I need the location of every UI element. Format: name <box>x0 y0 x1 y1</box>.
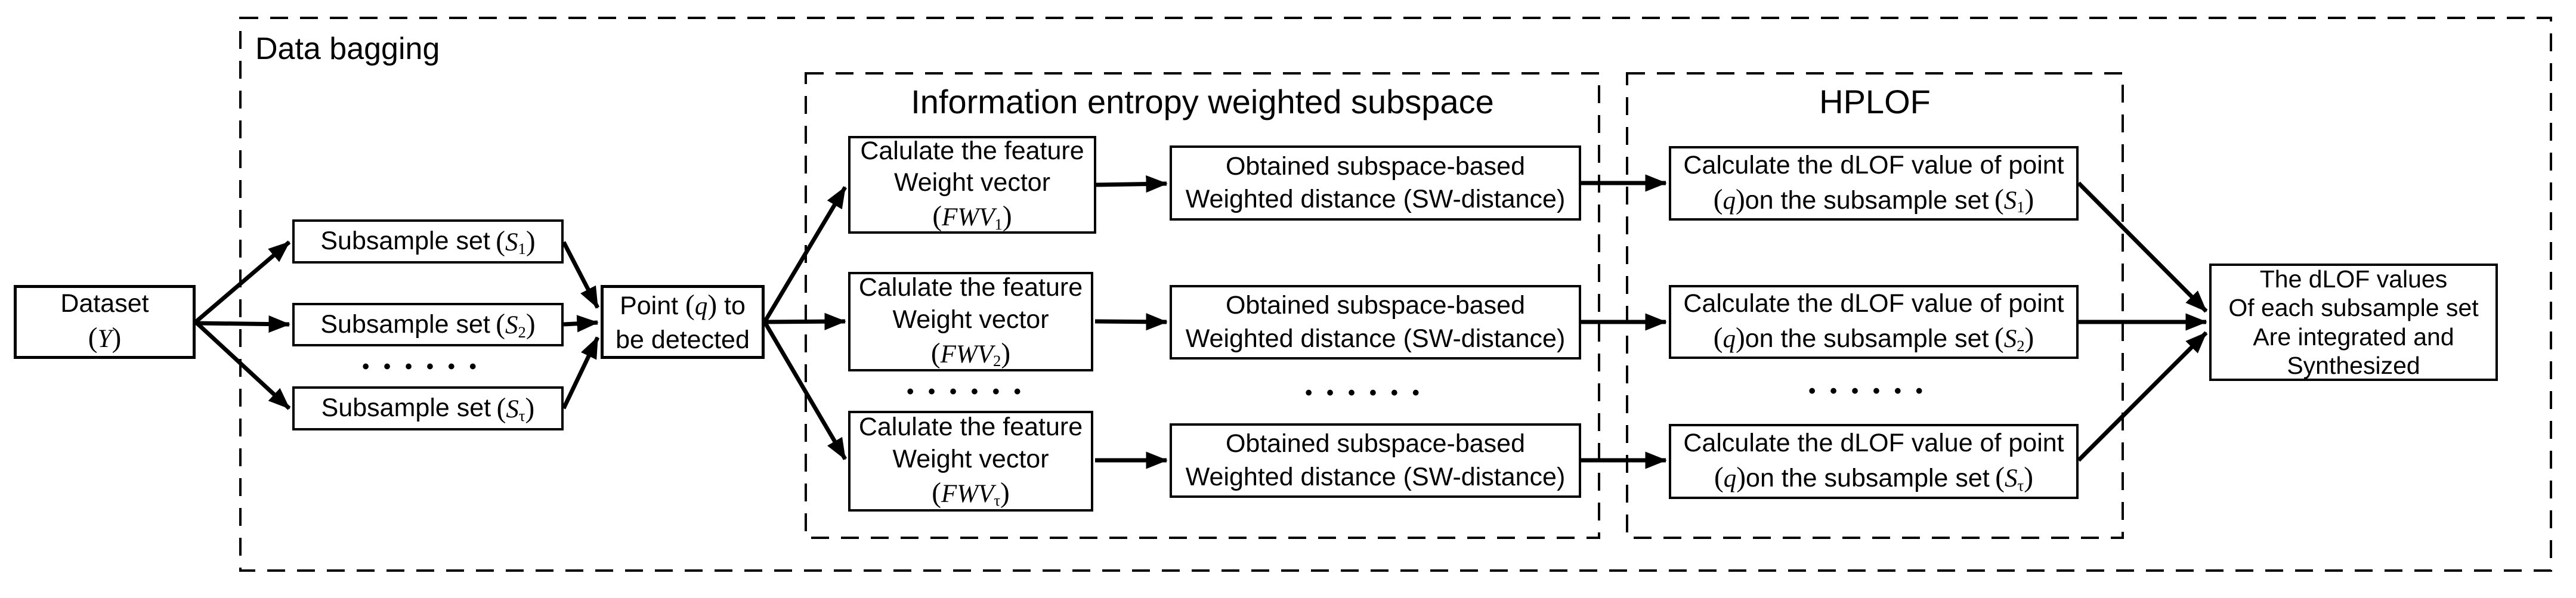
dlof-2-box: Calculate the dLOF value of point (q)on … <box>1669 285 2079 359</box>
sw-2-line-2: Weighted distance (SW-distance) <box>1185 324 1566 353</box>
fwv-1-box: Calulate the feature Weight vector (FWV1… <box>848 136 1096 234</box>
sw-distance-2-box: Obtained subspace-based Weighted distanc… <box>1170 285 1581 360</box>
fwv-tau-line-2: Weight vector <box>892 444 1049 473</box>
arrow-point-to-fwv-1 <box>762 186 848 323</box>
fwv-2-math: (FWV2) <box>930 337 1011 370</box>
arrow-subsample-2-to-point <box>563 315 599 333</box>
final-line-3: Are integrated and <box>2253 323 2454 351</box>
arrow-subsample-tau-to-point <box>561 336 600 410</box>
arrow-fwv-1-to-sw-1 <box>1096 175 1168 193</box>
point-line-1: Point (q) to <box>620 290 746 321</box>
fwv-tau-line-1: Calulate the feature <box>858 413 1083 442</box>
dlof-1-math-set: (S1) <box>1994 184 2034 216</box>
dlof-3-math-q: (q) <box>1714 462 1746 494</box>
sw-distance-3-box: Obtained subspace-based Weighted distanc… <box>1170 423 1581 498</box>
info-subspace-region-border <box>805 72 1600 539</box>
dlof-2-line-1: Calculate the dLOF value of point <box>1683 289 2064 318</box>
sw-ellipsis-dots: •••••• <box>1305 382 1434 404</box>
sw-1-line-1: Obtained subspace-based <box>1225 151 1526 181</box>
arrow-dataset-to-subsample-1 <box>194 240 291 324</box>
fwv-1-line-1: Calulate the feature <box>860 136 1084 165</box>
subsample-ellipsis-dots: •••••• <box>362 355 491 378</box>
dlof-3-box: Calculate the dLOF value of point (q)on … <box>1669 424 2079 499</box>
info-subspace-title: Information entropy weighted subspace <box>911 83 1494 120</box>
arrow-point-to-fwv-2 <box>764 312 846 330</box>
dlof-3-line-1: Calculate the dLOF value of point <box>1683 429 2064 458</box>
arrow-dlof-3-to-final <box>2077 331 2208 462</box>
dataset-box: Dataset (Y) <box>14 285 196 359</box>
dlof-ellipsis-dots: •••••• <box>1808 380 1937 402</box>
hplof-region-border <box>1626 72 2124 539</box>
subsample-set-2-box: Subsample set (S2) <box>292 303 564 346</box>
dlof-1-box: Calculate the dLOF value of point (q)on … <box>1669 146 2079 221</box>
fwv-2-box: Calulate the feature Weight vector (FWV2… <box>848 272 1093 371</box>
subsample-set-tau-box: Subsample set (Sτ) <box>292 386 564 430</box>
dlof-2-math-q: (q) <box>1713 323 1745 354</box>
subsample-set-tau-math: (Sτ) <box>496 392 535 425</box>
dlof-2-line-2: (q)on the subsample set(S2) <box>1713 323 2034 355</box>
dlof-1-line-2: (q)on the subsample set(S1) <box>1713 184 2034 216</box>
subsample-set-1-box: Subsample set (S1) <box>292 219 564 264</box>
subsample-set-1-math: (S1) <box>496 225 536 258</box>
hplof-title: HPLOF <box>1819 83 1931 120</box>
fwv-tau-box: Calulate the feature Weight vector (FWVτ… <box>848 411 1093 512</box>
dlof-2-math-set: (S2) <box>1994 323 2034 355</box>
sw-1-line-2: Weighted distance (SW-distance) <box>1185 185 1566 213</box>
data-bagging-title: Data bagging <box>255 32 440 66</box>
dataset-label: Dataset <box>60 289 149 318</box>
subsample-set-1-label: Subsample set <box>320 227 490 256</box>
arrow-dataset-to-subsample-2 <box>195 315 290 333</box>
dataset-math-y: (Y) <box>88 323 122 354</box>
arrow-dataset-to-subsample-tau <box>194 320 291 410</box>
arrow-dlof-1-to-final <box>2077 181 2208 313</box>
dlof-3-math-set: (Sτ) <box>1995 462 2033 494</box>
arrow-fwv-2-to-sw-2 <box>1094 313 1168 331</box>
fwv-1-math: (FWV1) <box>932 201 1012 233</box>
sw-3-line-2: Weighted distance (SW-distance) <box>1185 462 1566 491</box>
arrow-subsample-1-to-point <box>561 241 600 309</box>
point-box: Point (q) to be detected <box>601 285 765 359</box>
dlof-1-math-q: (q) <box>1713 184 1745 215</box>
fwv-2-line-1: Calulate the feature <box>858 273 1083 302</box>
fwv-1-line-2: Weight vector <box>893 168 1051 197</box>
subsample-set-2-math: (S2) <box>496 309 536 341</box>
subsample-set-2-label: Subsample set <box>320 309 490 339</box>
sw-2-line-1: Obtained subspace-based <box>1225 291 1526 320</box>
fwv-2-line-2: Weight vector <box>892 305 1049 334</box>
point-line-2: be detected <box>616 325 750 354</box>
sw-distance-1-box: Obtained subspace-based Weighted distanc… <box>1170 145 1581 221</box>
sw-3-line-1: Obtained subspace-based <box>1225 429 1526 458</box>
arrow-point-to-fwv-tau <box>762 321 848 460</box>
point-math-q: (q) <box>685 290 718 321</box>
fwv-ellipsis-dots: •••••• <box>907 380 1035 403</box>
final-line-1: The dLOF values <box>2259 265 2448 293</box>
dlof-3-line-2: (q)on the subsample set(Sτ) <box>1714 462 2033 494</box>
subsample-set-tau-label: Subsample set <box>321 393 491 423</box>
final-line-4: Synthesized <box>2287 351 2420 379</box>
final-box: The dLOF values Of each subsample set Ar… <box>2209 264 2498 381</box>
dlof-1-line-1: Calculate the dLOF value of point <box>1683 150 2064 179</box>
final-line-2: Of each subsample set <box>2228 294 2479 322</box>
fwv-tau-math: (FWVτ) <box>932 477 1010 510</box>
